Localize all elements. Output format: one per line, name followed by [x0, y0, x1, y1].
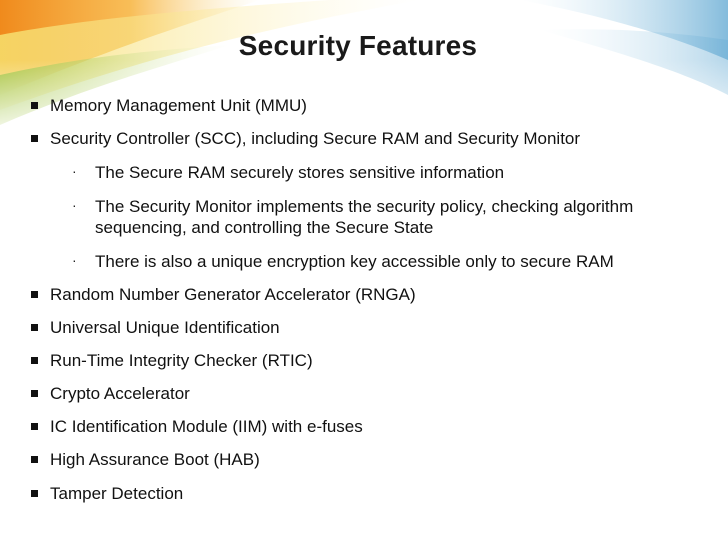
bullet-item: Random Number Generator Accelerator (RNG…: [50, 285, 416, 304]
bullet-square-icon: [31, 390, 38, 397]
bullet-square-icon: [31, 456, 38, 463]
bullet-square-icon: [31, 357, 38, 364]
bullet-item: Crypto Accelerator: [50, 384, 190, 403]
bullet-item: Run-Time Integrity Checker (RTIC): [50, 351, 313, 370]
slide-title: Security Features: [238, 30, 478, 61]
bullet-item: Memory Management Unit (MMU): [50, 96, 307, 115]
bullet-dot-icon: ·: [72, 197, 77, 213]
bullet-square-icon: [31, 102, 38, 109]
bullet-item: Security Controller (SCC), including Sec…: [50, 129, 581, 148]
bullet-dot-icon: ·: [72, 252, 77, 268]
sub-bullet-item: The Secure RAM securely stores sensitive…: [95, 163, 505, 182]
bullet-item: Tamper Detection: [50, 484, 184, 503]
bullet-square-icon: [31, 135, 38, 142]
sub-bullet-item: The Security Monitor implements the secu…: [95, 197, 634, 237]
bullet-item: Universal Unique Identification: [50, 318, 280, 337]
bullet-square-icon: [31, 324, 38, 331]
bullet-square-icon: [31, 291, 38, 298]
sub-bullet-item: There is also a unique encryption key ac…: [95, 252, 614, 271]
bullet-square-icon: [31, 490, 38, 497]
bullet-dot-icon: ·: [72, 163, 77, 179]
bullet-item: IC Identification Module (IIM) with e-fu…: [50, 417, 363, 436]
bullet-square-icon: [31, 423, 38, 430]
bullet-item: High Assurance Boot (HAB): [50, 450, 260, 469]
